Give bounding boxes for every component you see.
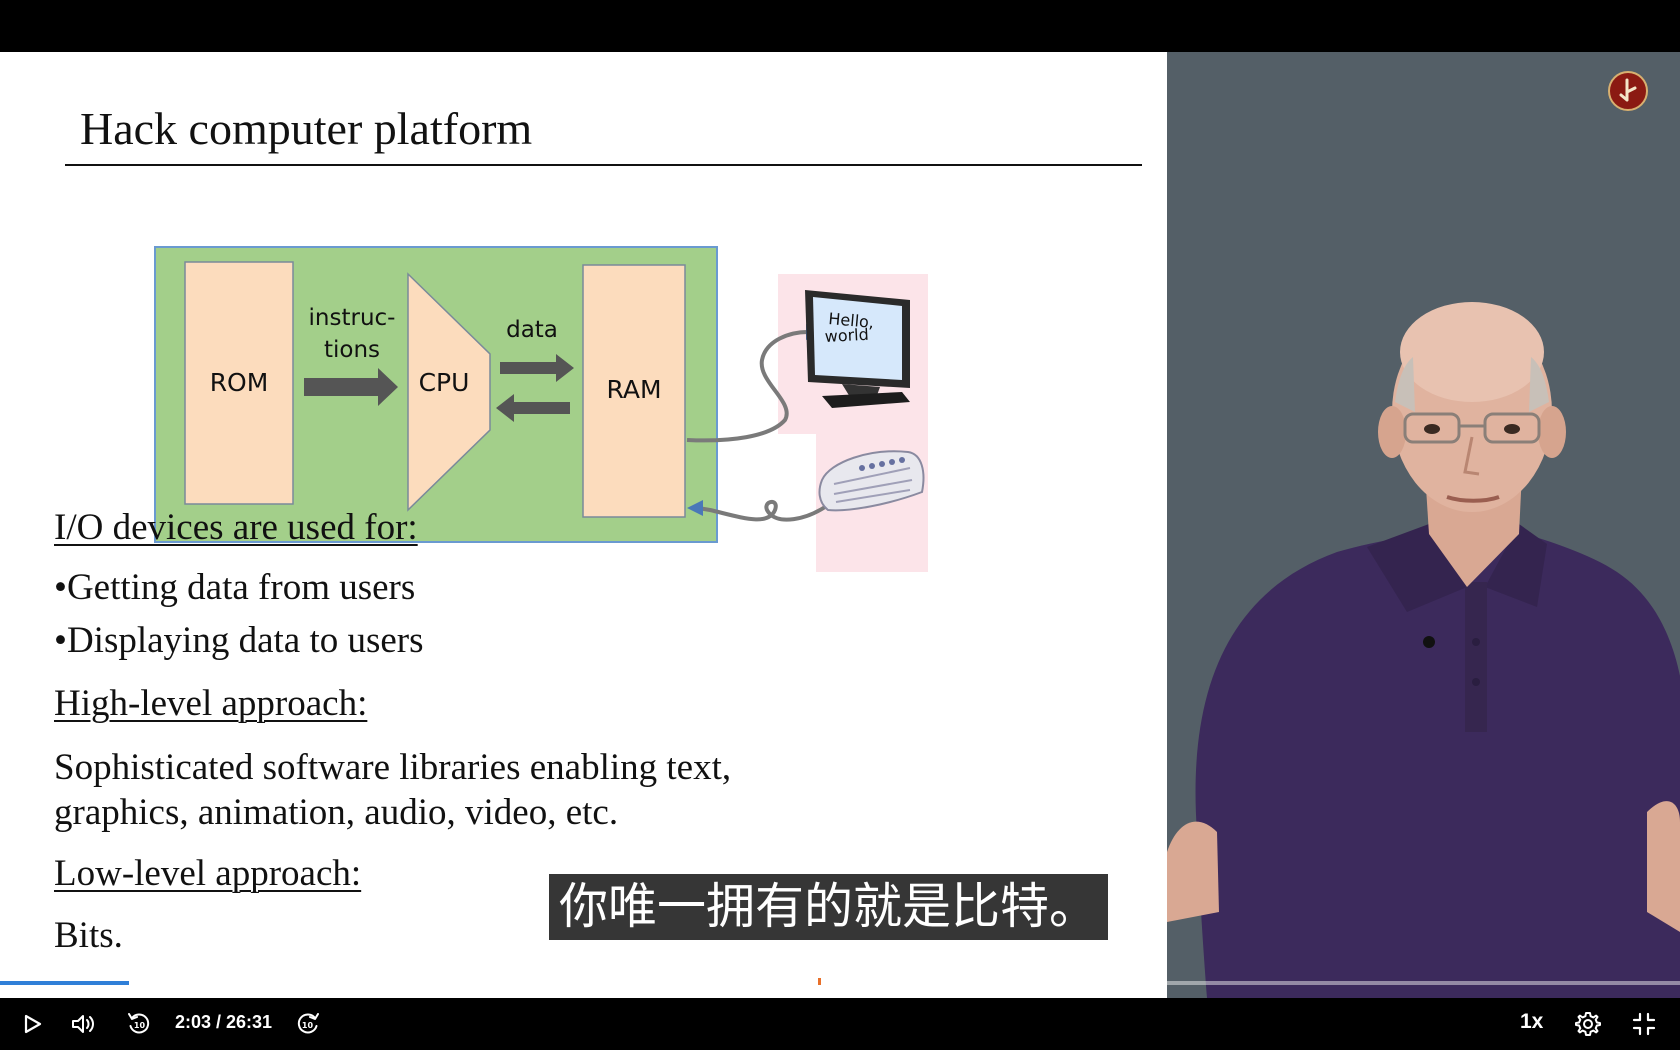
bullet-displaying-data: •Displaying data to users [54,620,424,661]
presenter-backdrop [1167,52,1680,998]
rewind-10-icon: 10 [128,1013,150,1034]
instructions-arrow [304,368,398,406]
time-display: 2:03 / 26:31 [175,1012,273,1032]
channel-logo-icon[interactable] [1608,71,1648,111]
forward-10-icon: 10 [297,1013,319,1034]
forward-seconds-label: 10 [302,1021,314,1030]
cpu-label: CPU [419,368,470,397]
rom-block [184,261,294,505]
instructions-label-2: tions [324,337,380,363]
keyboard-cable-arrowhead [687,500,703,516]
settings-button[interactable] [1572,1008,1604,1040]
rewind-seconds-label: 10 [134,1021,146,1030]
ram-block [582,264,686,518]
fullscreen-button[interactable] [1628,1008,1660,1040]
player-controls: 10 2:03 / 26:31 10 1x [0,998,1680,1050]
play-button[interactable] [16,1008,48,1040]
low-level-heading: Low-level approach: [54,853,362,894]
presenter-figure [1167,302,1680,998]
high-level-heading: High-level approach: [54,683,368,724]
keyboard-cable [697,499,827,522]
screen-cable [686,330,809,443]
slide-title: Hack computer platform [80,103,533,154]
io-heading: I/O devices are used for: [54,507,418,548]
hack-platform-diagram: ROM instruc- tions CPU data RAM [154,246,928,572]
fullscreen-icon [1632,1012,1656,1036]
data-label: data [506,317,558,343]
low-level-text: Bits. [54,915,123,956]
bullet-getting-data: •Getting data from users [54,567,416,608]
screen-text-1: Hello, [828,309,875,332]
high-level-text-2: graphics, animation, audio, video, etc. [54,792,619,833]
subtitle-caption: 你唯一拥有的就是比特。 [549,874,1109,940]
high-level-text-1: Sophisticated software libraries enablin… [54,747,732,788]
volume-icon [72,1015,94,1033]
screen-text-2: world [824,325,869,346]
chapter-marker[interactable] [818,978,821,985]
video-frame[interactable]: Hack computer platform ROM instruc- tion… [0,52,1680,998]
instructions-label-1: instruc- [309,305,396,331]
playback-speed-button[interactable]: 1x [1520,1010,1544,1033]
lecture-slide: Hack computer platform ROM instruc- tion… [0,52,1167,998]
monitor-icon: Hello, world [805,290,910,408]
rewind-10-button[interactable]: 10 [123,1008,155,1040]
progress-played [0,981,130,985]
forward-10-button[interactable]: 10 [292,1008,324,1040]
data-arrow-left [496,394,570,422]
ram-label: RAM [606,375,661,404]
data-arrow-right [500,354,574,382]
play-icon [24,1014,42,1034]
volume-button[interactable] [67,1008,99,1040]
cpu-block [407,272,491,512]
keyboard-icon [818,450,925,512]
rom-label: ROM [210,368,269,397]
title-rule [65,164,1142,166]
progress-bar[interactable] [0,978,1680,985]
gear-icon [1575,1012,1601,1036]
